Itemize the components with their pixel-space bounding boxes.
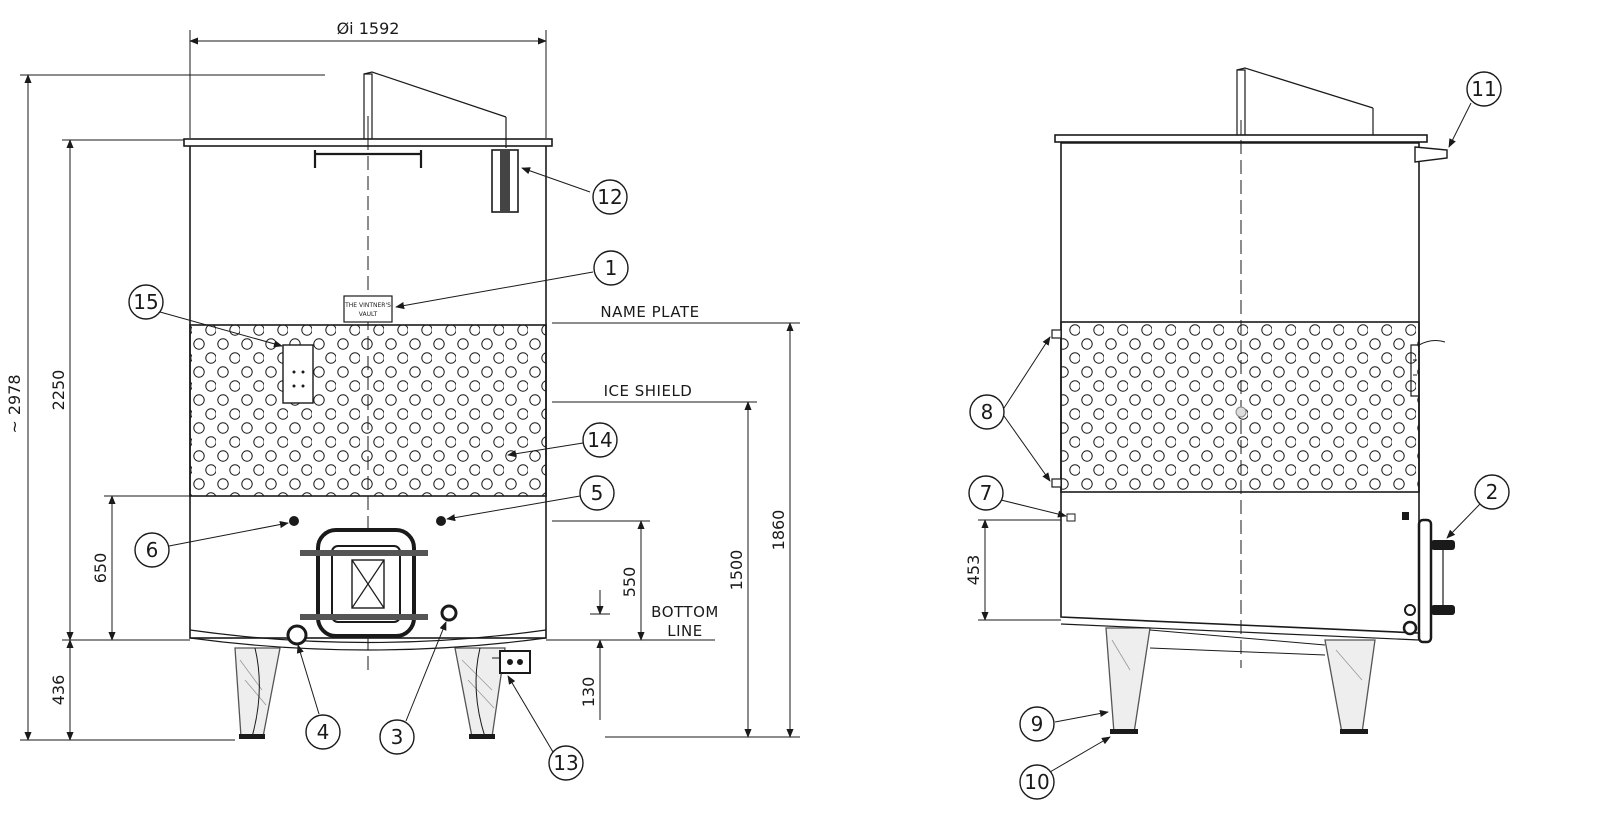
callout-9: 9	[1031, 712, 1044, 736]
lid-hoist	[363, 71, 507, 148]
callout-5: 5	[591, 481, 604, 505]
callout-2: 2	[1486, 480, 1499, 504]
side-port	[1066, 513, 1076, 522]
callout-4: 4	[317, 720, 330, 744]
thermo-plate	[282, 344, 314, 404]
dim-side-height: 453	[964, 555, 983, 586]
front-legs	[234, 647, 506, 739]
callout-12: 12	[597, 185, 622, 209]
callout-14: 14	[587, 428, 612, 452]
callout-13: 13	[553, 751, 578, 775]
front-dimensions: Øi 1592 ~ 2978 2250 436 650 NAME PLATE 1	[5, 19, 800, 741]
dim-name-plate-height: 1860	[769, 510, 788, 551]
callout-6: 6	[146, 538, 159, 562]
dim-diameter: Øi 1592	[337, 19, 400, 38]
callout-11: 11	[1471, 77, 1496, 101]
note-bottom-line-1: BOTTOM	[651, 603, 719, 621]
callout-1: 1	[605, 256, 618, 280]
name-plate: THE VINTNER'S VAULT	[343, 295, 393, 323]
level-gauge	[491, 149, 519, 213]
side-legs	[1105, 627, 1376, 734]
sample-valve-left	[289, 516, 299, 526]
dim-manway: 650	[91, 553, 110, 584]
callout-15: 15	[133, 290, 158, 314]
dim-shell-height: 2250	[49, 370, 68, 411]
sample-valve-right	[436, 516, 446, 526]
earth-lug	[492, 650, 531, 674]
note-bottom-line-2: LINE	[667, 622, 702, 640]
manway-door	[300, 528, 428, 638]
callout-7: 7	[980, 481, 993, 505]
side-thermo	[1410, 340, 1446, 397]
note-name-plate: NAME PLATE	[600, 303, 699, 321]
lid-handle	[313, 150, 423, 168]
dim-bottom-valve: 550	[620, 567, 639, 598]
racking-valve	[440, 604, 458, 622]
side-callouts: 11 8 7 2 9 10	[968, 71, 1510, 800]
side-view: 453 11 8 7 2 9	[964, 67, 1510, 800]
drain-valve	[286, 624, 308, 646]
lid-bracket	[1414, 146, 1448, 163]
front-view: THE VINTNER'S VAULT	[5, 19, 800, 781]
svg-text:THE VINTNER'S: THE VINTNER'S	[344, 302, 391, 309]
callout-10: 10	[1024, 770, 1049, 794]
callout-8: 8	[981, 400, 994, 424]
door-hinge	[1402, 512, 1455, 644]
dim-bottom-offset: 130	[579, 677, 598, 708]
front-ice-shield	[189, 324, 547, 497]
callout-3: 3	[391, 725, 404, 749]
front-callouts: 12 1 15 14 5 6 4	[128, 167, 629, 781]
dim-leg-height: 436	[49, 675, 68, 706]
dim-overall-height: ~ 2978	[5, 374, 24, 433]
svg-text:VAULT: VAULT	[359, 311, 378, 318]
dim-ice-shield-height: 1500	[727, 550, 746, 591]
note-ice-shield: ICE SHIELD	[604, 382, 693, 400]
side-dimensions: 453	[964, 519, 1061, 621]
side-lid-hoist	[1236, 67, 1374, 135]
